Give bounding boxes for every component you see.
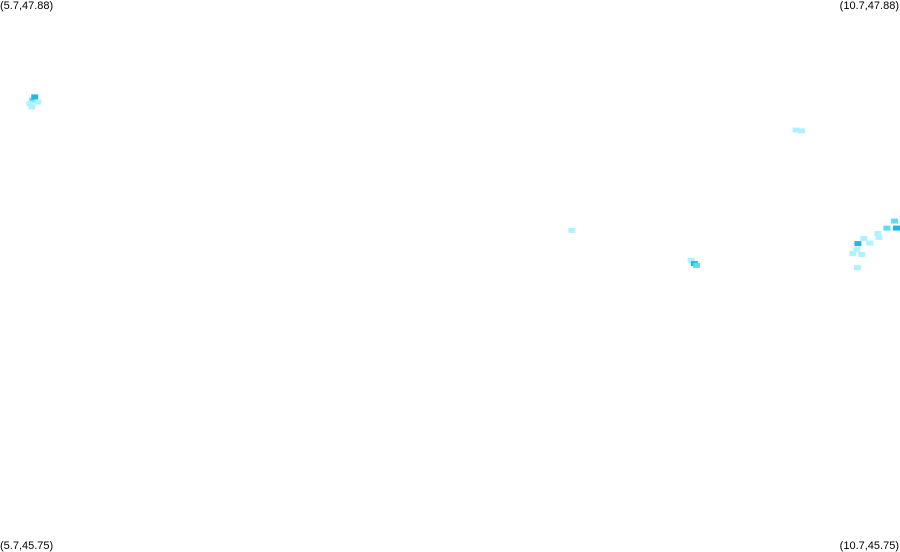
precipitation-cell (860, 235, 868, 241)
precipitation-cell (858, 252, 866, 257)
precipitation-cell (693, 262, 701, 268)
precipitation-cell (31, 94, 39, 100)
precipitation-cell (28, 104, 36, 110)
precipitation-cell (34, 99, 42, 105)
precipitation-cell (893, 225, 900, 231)
precipitation-cell (568, 227, 576, 233)
precipitation-cell (29, 97, 37, 103)
precipitation-cell (853, 246, 861, 252)
precipitation-cell (854, 241, 862, 247)
precipitation-cell (875, 234, 883, 240)
precipitation-cell (891, 218, 899, 224)
precipitation-cell (798, 128, 805, 134)
precipitation-cell (26, 101, 34, 107)
corner-label-bottom-right: (10.7,45.75) (839, 540, 899, 552)
corner-label-bottom-left: (5.7,45.75) (0, 540, 54, 552)
corner-label-top-left: (5.7,47.88) (0, 0, 54, 12)
precipitation-cell (792, 127, 800, 133)
precipitation-cell (874, 231, 882, 236)
precipitation-cell (687, 258, 695, 263)
precipitation-cell (883, 225, 891, 231)
precipitation-cell (853, 265, 861, 271)
precipitation-cell (849, 251, 857, 256)
precipitation-cell (866, 240, 874, 246)
corner-label-top-right: (10.7,47.88) (839, 0, 899, 12)
